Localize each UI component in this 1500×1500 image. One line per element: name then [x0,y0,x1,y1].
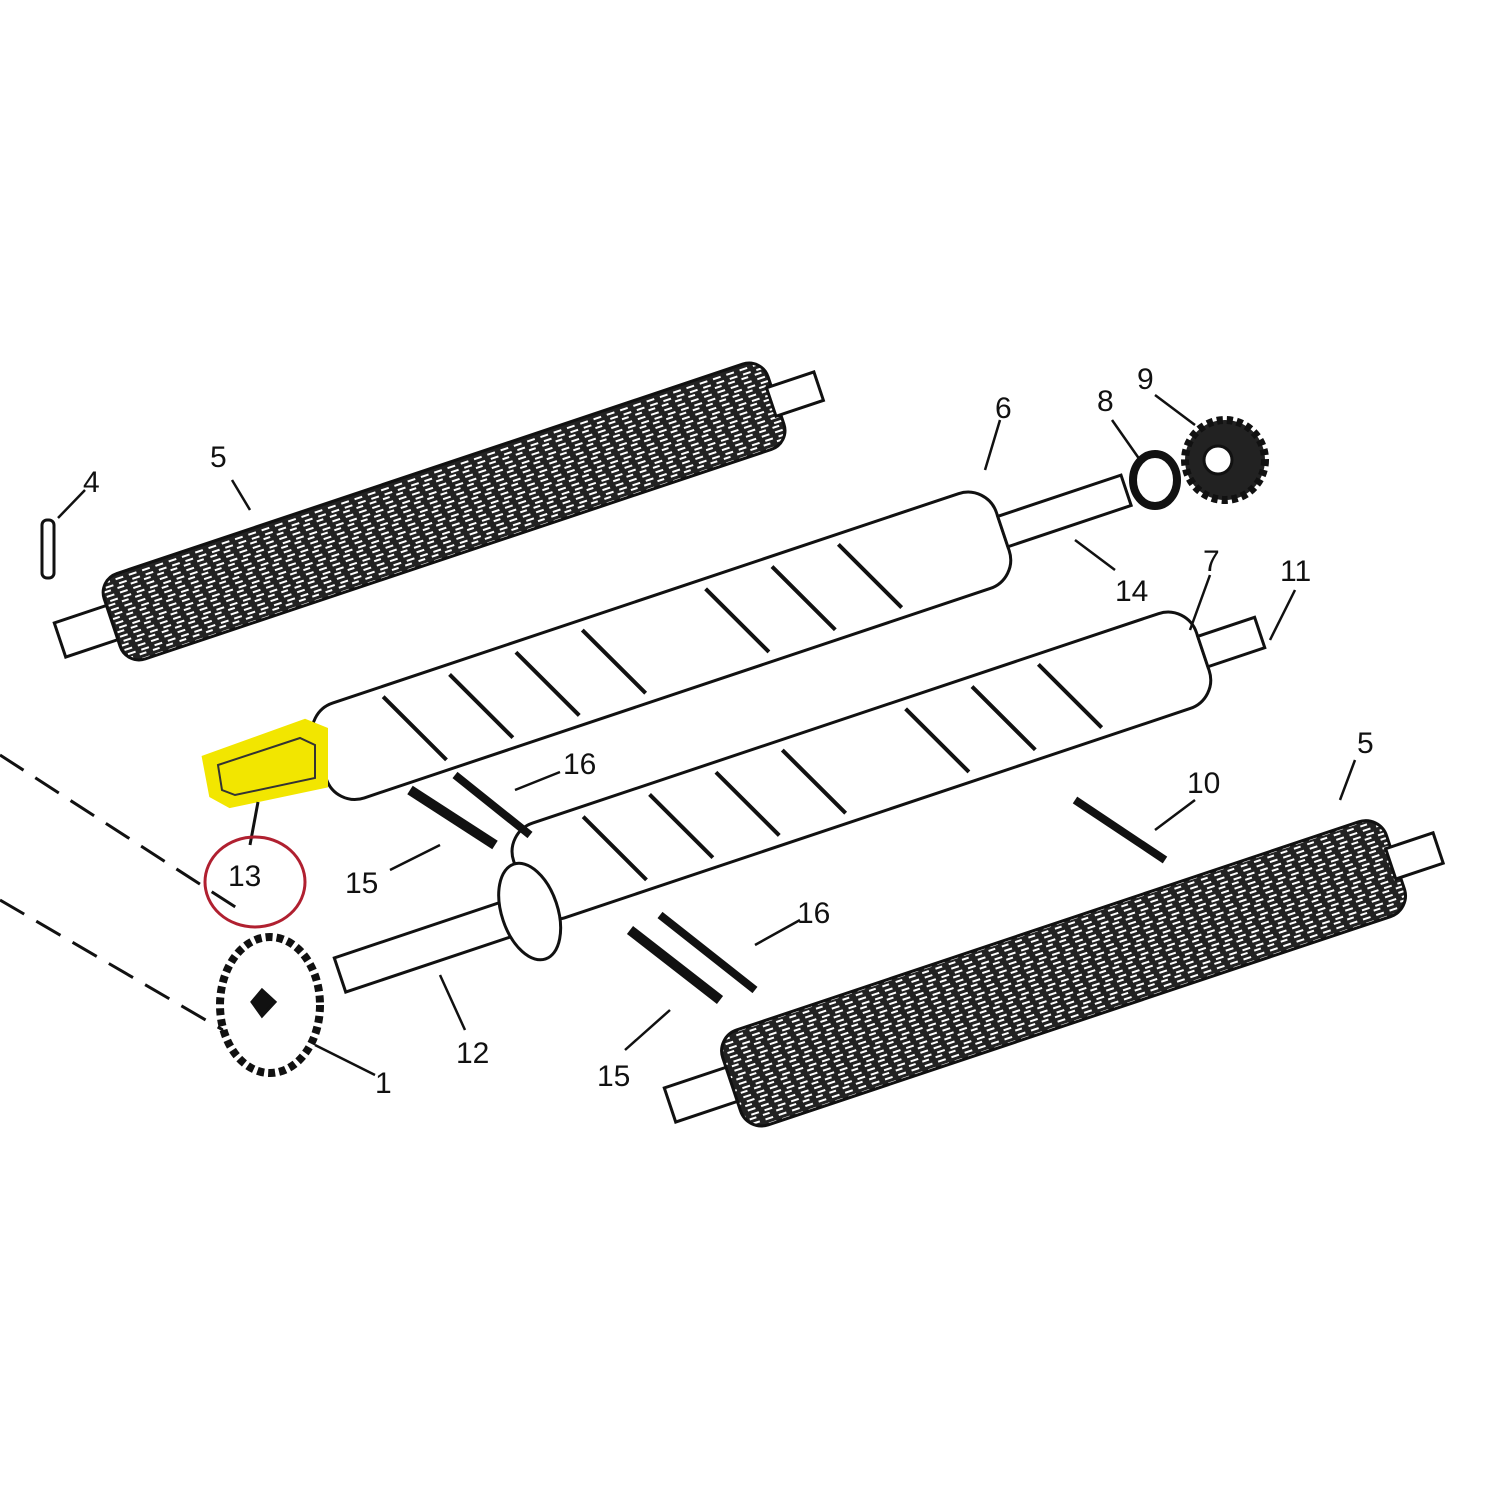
label-5-top: 5 [210,441,227,474]
label-9: 9 [1137,363,1154,396]
label-16-lower: 16 [797,897,830,930]
label-6: 6 [995,392,1012,425]
label-7: 7 [1203,545,1220,578]
bearing-part-8 [1129,450,1181,510]
label-15-upper: 15 [345,867,378,900]
label-10: 10 [1187,767,1220,800]
label-11: 11 [1280,555,1311,588]
spiral-shaft-top [310,473,1134,801]
label-5-bottom: 5 [1357,727,1374,760]
label-14: 14 [1115,575,1148,608]
dashed-guide-lines [0,753,241,1042]
red-circle-annotation [203,835,307,929]
label-1: 1 [375,1067,392,1100]
label-16-upper: 16 [563,748,596,781]
label-4: 4 [83,466,100,499]
roller-bottom [662,819,1446,1128]
sprocket-part-9 [1181,416,1269,504]
label-15-lower: 15 [597,1060,630,1093]
label-13: 13 [228,860,261,893]
label-8: 8 [1097,385,1114,418]
pin-part-4 [40,518,56,580]
highlighted-part-13[interactable] [201,718,328,809]
main-shaft-part-12 [332,861,563,994]
sprocket-part-1 [216,933,324,1077]
roller-top [52,361,826,662]
keys-and-pins [407,771,1168,1004]
label-12: 12 [456,1037,489,1070]
spiral-shaft-bottom [510,610,1267,921]
leader-lines [57,394,1357,1077]
